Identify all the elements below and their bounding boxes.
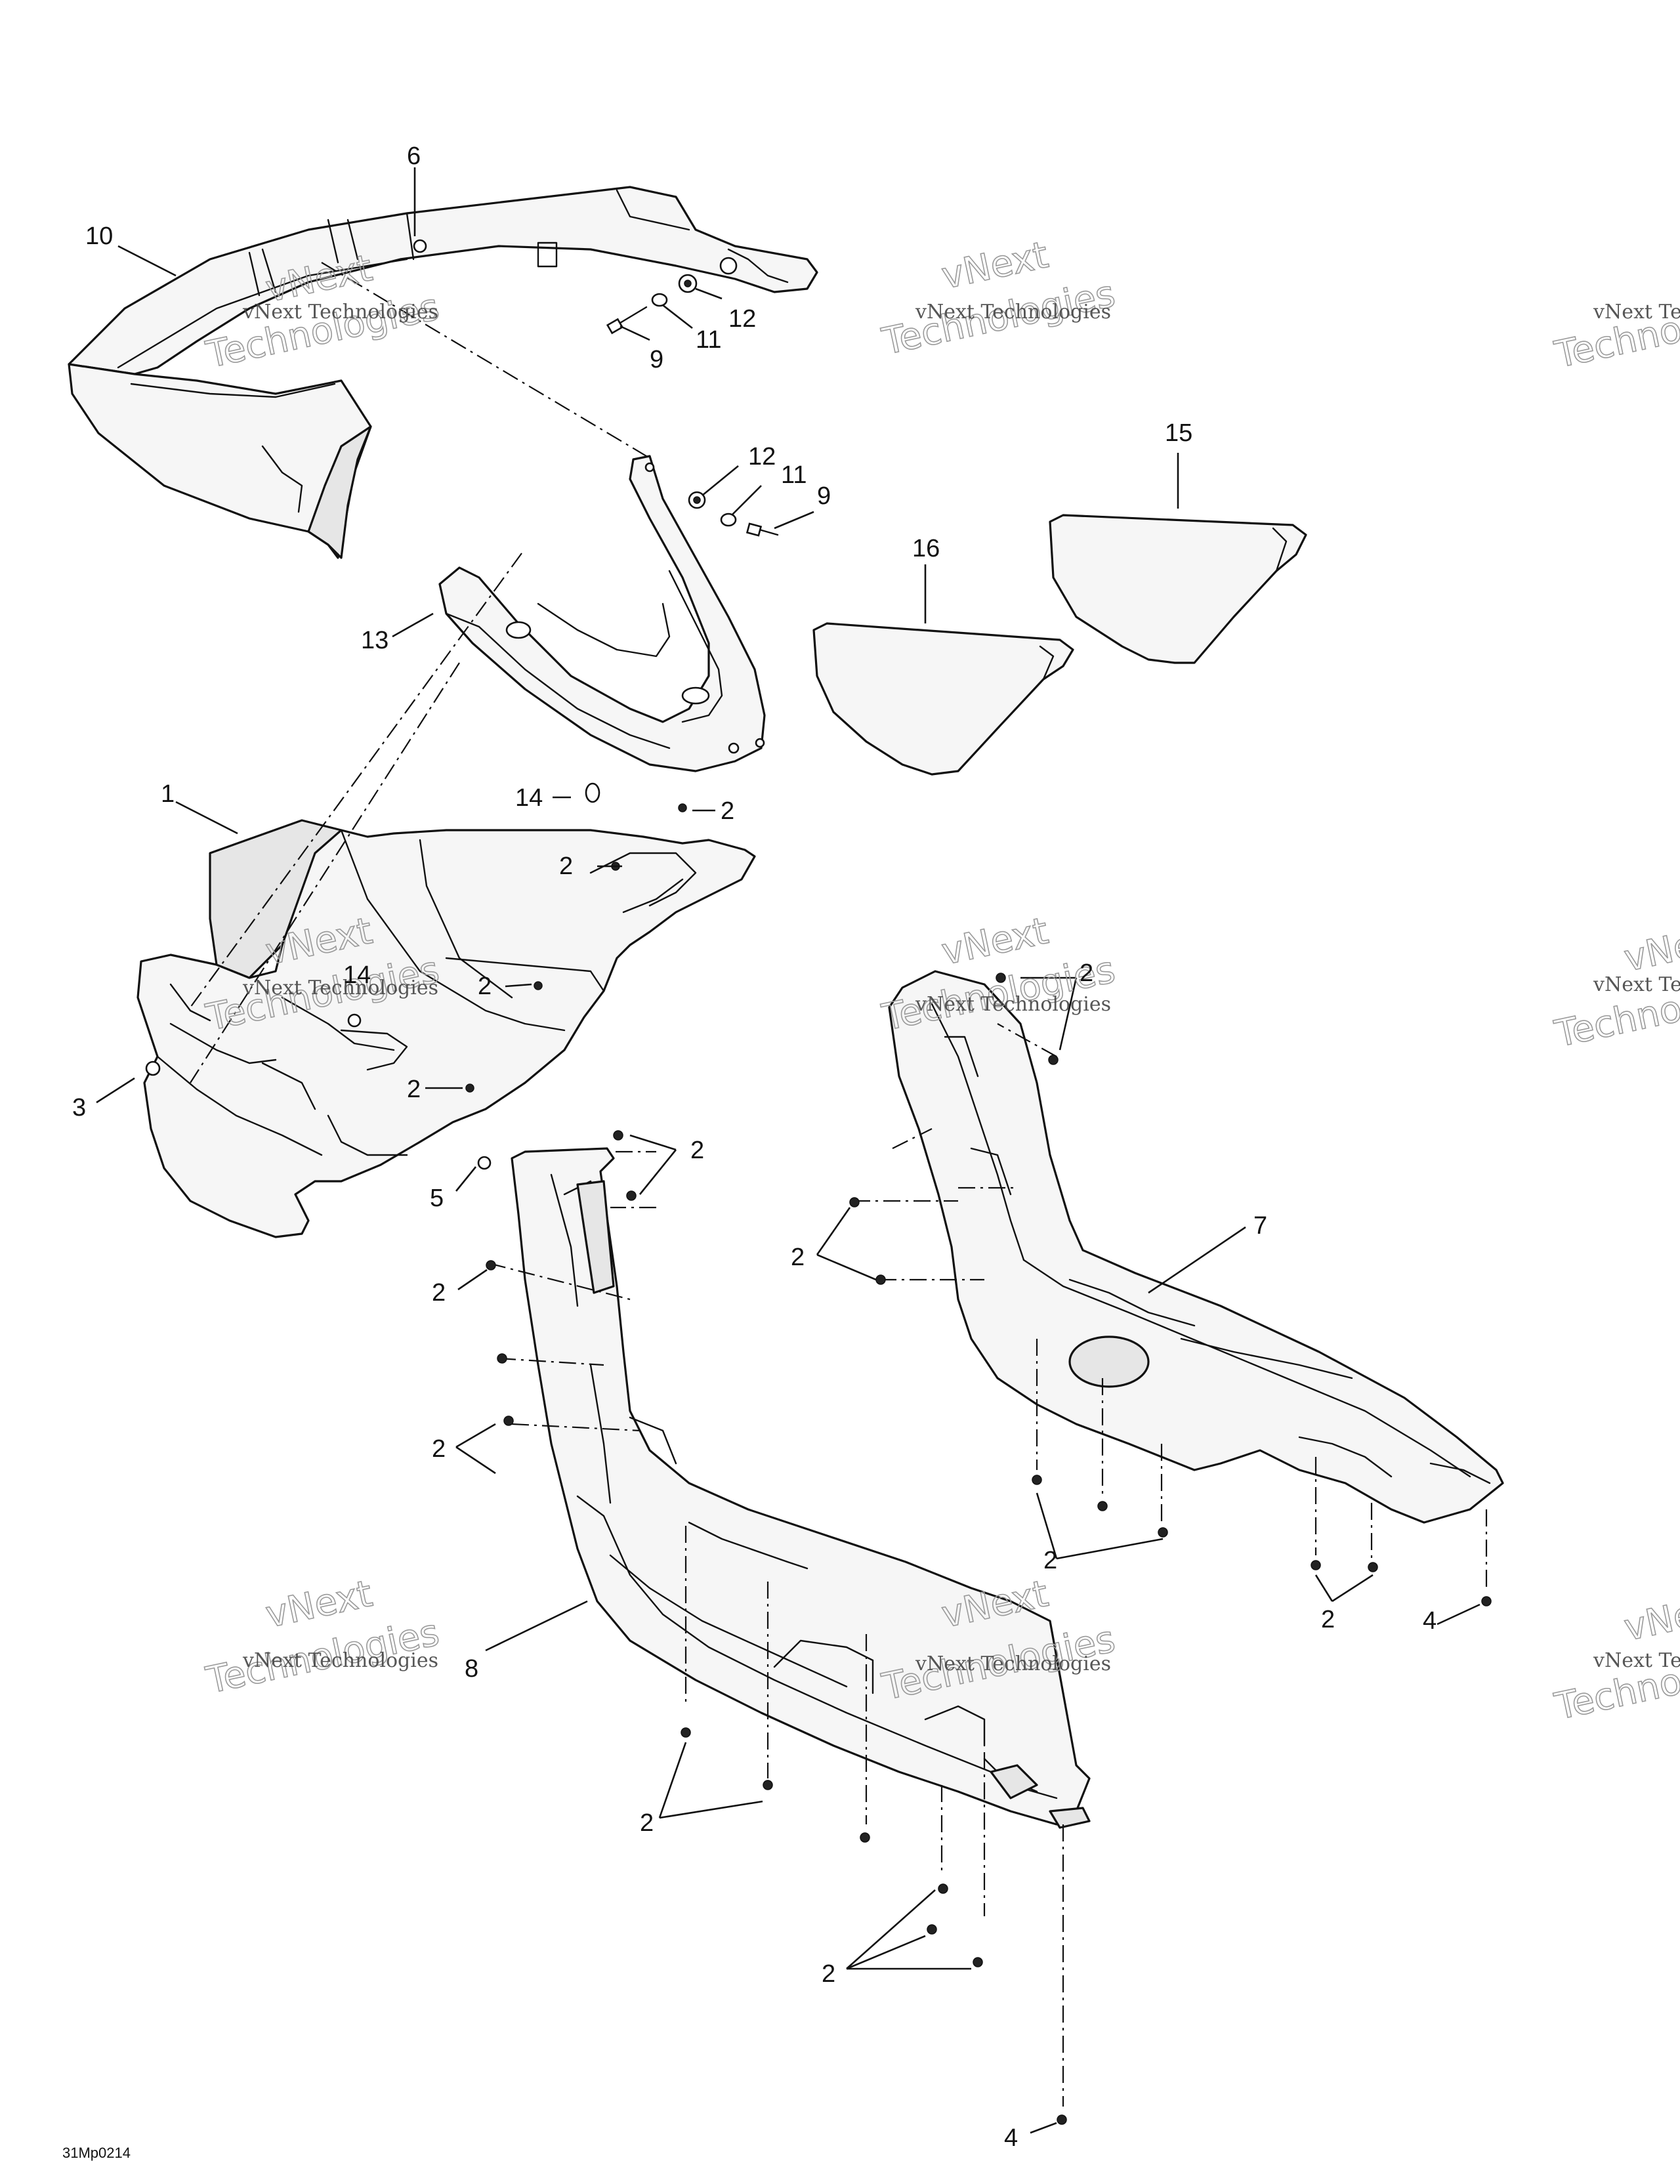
leader-lines <box>96 167 1480 2134</box>
callout-2: 2 <box>478 973 492 1000</box>
watermark-text: vNext Te <box>1593 301 1680 324</box>
fasteners-front-fairing <box>145 782 687 1170</box>
callout-7: 7 <box>1253 1212 1267 1240</box>
watermark-big: vNe <box>1620 1593 1680 1649</box>
screw-group-bracket <box>688 491 779 537</box>
callout-14: 14 <box>515 784 543 812</box>
watermark-big: vNe <box>1620 923 1680 980</box>
callout-11: 11 <box>696 326 721 354</box>
callout-2: 2 <box>640 1809 654 1837</box>
callout-15: 15 <box>1165 419 1192 447</box>
callout-2: 2 <box>407 1076 421 1103</box>
callout-12: 12 <box>728 305 756 333</box>
callout-12: 12 <box>748 443 776 471</box>
watermark-text: vNext Technologies <box>242 976 438 999</box>
callout-2: 2 <box>690 1137 704 1164</box>
watermark-text: vNext Technologies <box>242 301 438 324</box>
callout-2: 2 <box>432 1279 446 1307</box>
callout-2: 2 <box>559 852 573 880</box>
callout-10: 10 <box>85 222 113 250</box>
watermark-big: Techno <box>1551 988 1680 1056</box>
part-8-left-panel <box>511 1147 1091 1829</box>
watermark-text: vNext Technologies <box>915 301 1111 324</box>
part-13-bracket <box>438 455 766 772</box>
part-15-side-panel <box>1049 514 1307 664</box>
callout-2: 2 <box>791 1244 805 1271</box>
callout-14: 14 <box>343 961 371 989</box>
callout-1: 1 <box>161 780 175 808</box>
callout-6: 6 <box>407 142 421 170</box>
part-7-right-panel <box>888 970 1504 1524</box>
callout-2: 2 <box>432 1435 446 1463</box>
callout-5: 5 <box>430 1185 444 1212</box>
callout-2: 2 <box>721 797 734 825</box>
callout-2: 2 <box>822 1960 835 1988</box>
watermark-text: vNext Technologies <box>242 1649 438 1672</box>
callout-4: 4 <box>1423 1607 1437 1635</box>
drawing-code: 31Mp0214 <box>62 2145 131 2161</box>
callout-3: 3 <box>72 1094 86 1122</box>
callout-2: 2 <box>1321 1606 1335 1633</box>
part-16-side-panel <box>812 622 1074 776</box>
part-10-console-cover <box>68 186 818 559</box>
callout-labels: 6 10 12 11 9 12 11 9 13 15 16 1 14 2 2 1… <box>72 142 1437 2152</box>
callout-11: 11 <box>781 461 807 489</box>
callout-4: 4 <box>1004 2124 1018 2152</box>
watermark-text: vNext Te <box>1593 1649 1680 1672</box>
part-1-front-fairing <box>136 819 756 1238</box>
callout-9: 9 <box>650 346 663 373</box>
callout-2: 2 <box>1080 959 1093 987</box>
watermark-text: vNext Technologies <box>915 1652 1111 1675</box>
watermark-text: vNext Technologies <box>915 993 1111 1016</box>
loose-fasteners <box>486 973 1492 2125</box>
screw-group-upper <box>606 274 698 335</box>
alignment-lines <box>190 262 1488 2107</box>
callout-8: 8 <box>465 1655 478 1683</box>
callout-9: 9 <box>817 482 831 510</box>
callout-2: 2 <box>1043 1547 1057 1574</box>
watermark-text: vNext Te <box>1593 973 1680 996</box>
callout-16: 16 <box>912 535 940 562</box>
callout-13: 13 <box>361 627 388 654</box>
